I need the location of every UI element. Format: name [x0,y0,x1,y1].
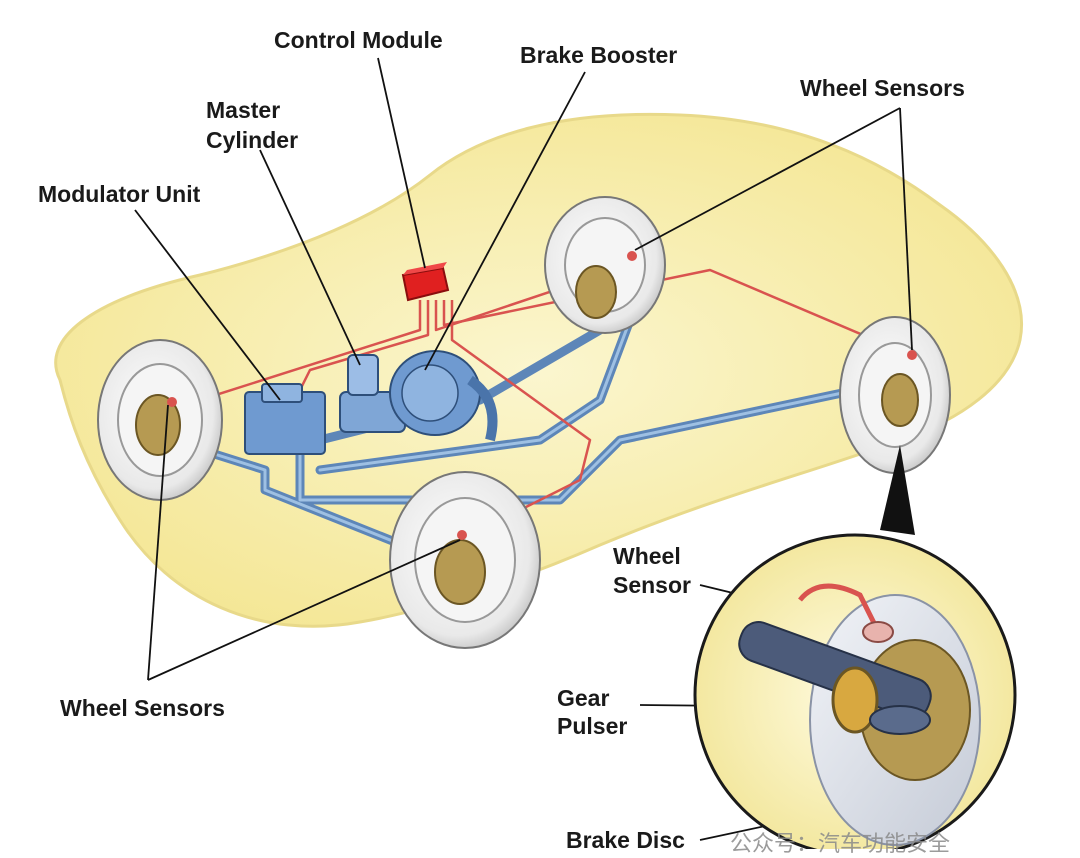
wheel-front-right [839,316,951,474]
label-brake-disc: Brake Disc [566,827,685,853]
wheel-front-left [389,471,541,649]
label-wheel-sensor-line2: Sensor [613,572,691,598]
wheel-rear-left [97,339,223,501]
modulator-unit [244,383,326,455]
control-module [401,262,450,302]
label-wheel-sensors-bottom: Wheel Sensors [60,695,225,721]
watermark: 公众号：汽车功能安全 [730,832,951,857]
label-wheel-sensor-line1: Wheel [613,543,681,569]
label-gear-pulser-line2: Pulser [557,713,628,739]
master-cylinder [339,354,406,433]
zoom-pointer [880,445,915,535]
label-brake-booster: Brake Booster [520,42,678,68]
wheel-rear-right [544,196,666,334]
label-control-module: Control Module [274,27,443,53]
label-master-cylinder-line1: Master [206,97,281,123]
brake-booster [389,350,498,442]
label-gear-pulser-line1: Gear [557,685,610,711]
zoom-detail [693,533,1017,849]
label-modulator-unit: Modulator Unit [38,181,201,207]
label-master-cylinder-line2: Cylinder [206,127,299,153]
label-wheel-sensors-top: Wheel Sensors [800,75,965,101]
